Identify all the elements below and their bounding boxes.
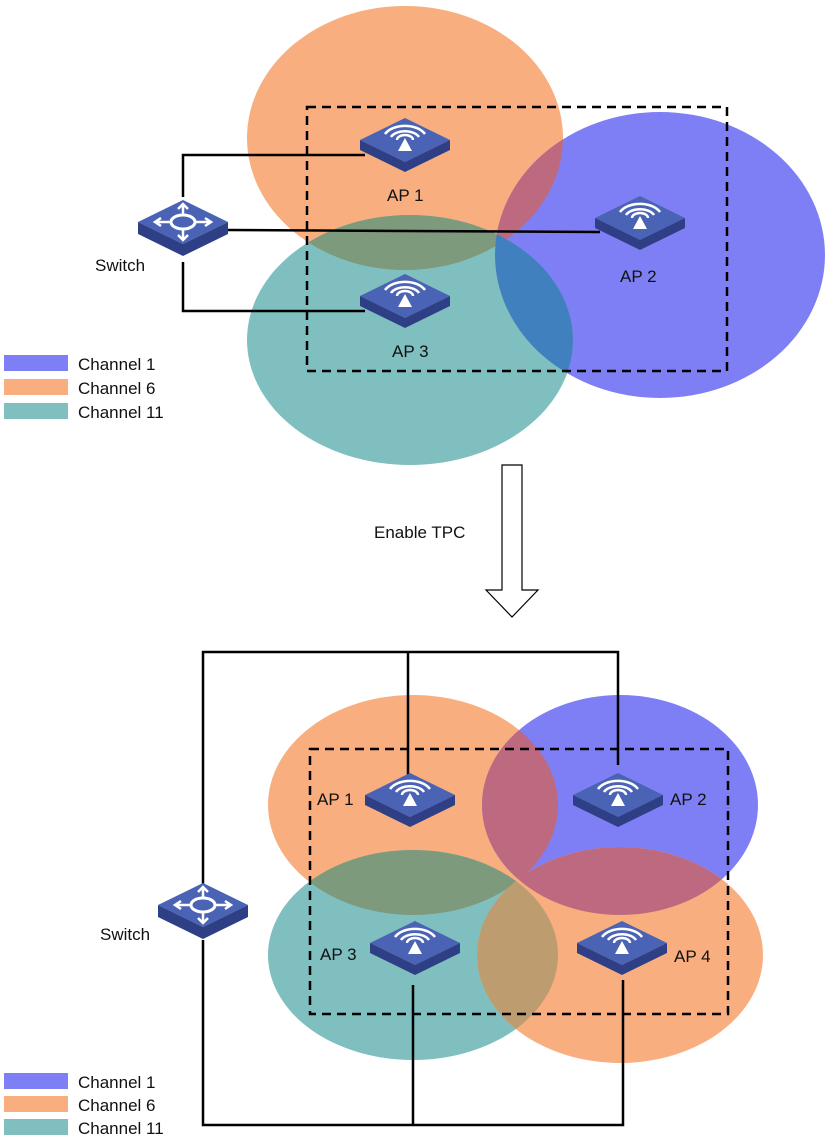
legend-top: Channel 1 Channel 6 Channel 11 (4, 355, 164, 422)
legend-swatch-channel-11 (4, 403, 68, 419)
wires (201, 650, 625, 1127)
legend-bottom: Channel 1 Channel 6 Channel 11 (4, 1073, 164, 1138)
ap3-label: AP 3 (320, 945, 357, 964)
switch-label: Switch (100, 925, 150, 944)
legend-label-channel-1: Channel 1 (78, 1073, 156, 1092)
legend-swatch-channel-6 (4, 1096, 68, 1112)
legend-label-channel-6: Channel 6 (78, 1096, 156, 1115)
legend-swatch-channel-1 (4, 355, 68, 371)
legend-label-channel-11: Channel 11 (78, 1119, 164, 1138)
ap4-label: AP 4 (674, 947, 711, 966)
dashed-boundary (305, 105, 729, 373)
ap1-label: AP 1 (387, 186, 424, 205)
coverage-areas (247, 6, 825, 465)
ap2-coverage (495, 112, 825, 398)
transition: Enable TPC (374, 464, 540, 618)
ap3-label: AP 3 (392, 342, 429, 361)
top-diagram: Switch AP 1 AP 2 AP 3 Channel 1 Channel … (4, 6, 825, 465)
switch-icon (136, 198, 230, 258)
down-arrow-icon (484, 464, 540, 618)
ap1-label: AP 1 (317, 790, 354, 809)
legend-label-channel-1: Channel 1 (78, 355, 156, 374)
switch-icon (156, 881, 250, 941)
wires (181, 153, 601, 313)
ap3-coverage (247, 215, 573, 465)
legend-swatch-channel-6 (4, 379, 68, 395)
legend-swatch-channel-11 (4, 1119, 68, 1135)
transition-label: Enable TPC (374, 523, 465, 542)
legend-label-channel-11: Channel 11 (78, 403, 164, 422)
switch-label: Switch (95, 256, 145, 275)
bottom-diagram: Switch AP 1 AP 2 AP 3 AP 4 Channel 1 Cha… (4, 650, 763, 1138)
legend-swatch-channel-1 (4, 1073, 68, 1089)
dashed-boundary (308, 747, 730, 1016)
ap2-label: AP 2 (620, 267, 657, 286)
legend-label-channel-6: Channel 6 (78, 379, 156, 398)
ap2-label: AP 2 (670, 790, 707, 809)
